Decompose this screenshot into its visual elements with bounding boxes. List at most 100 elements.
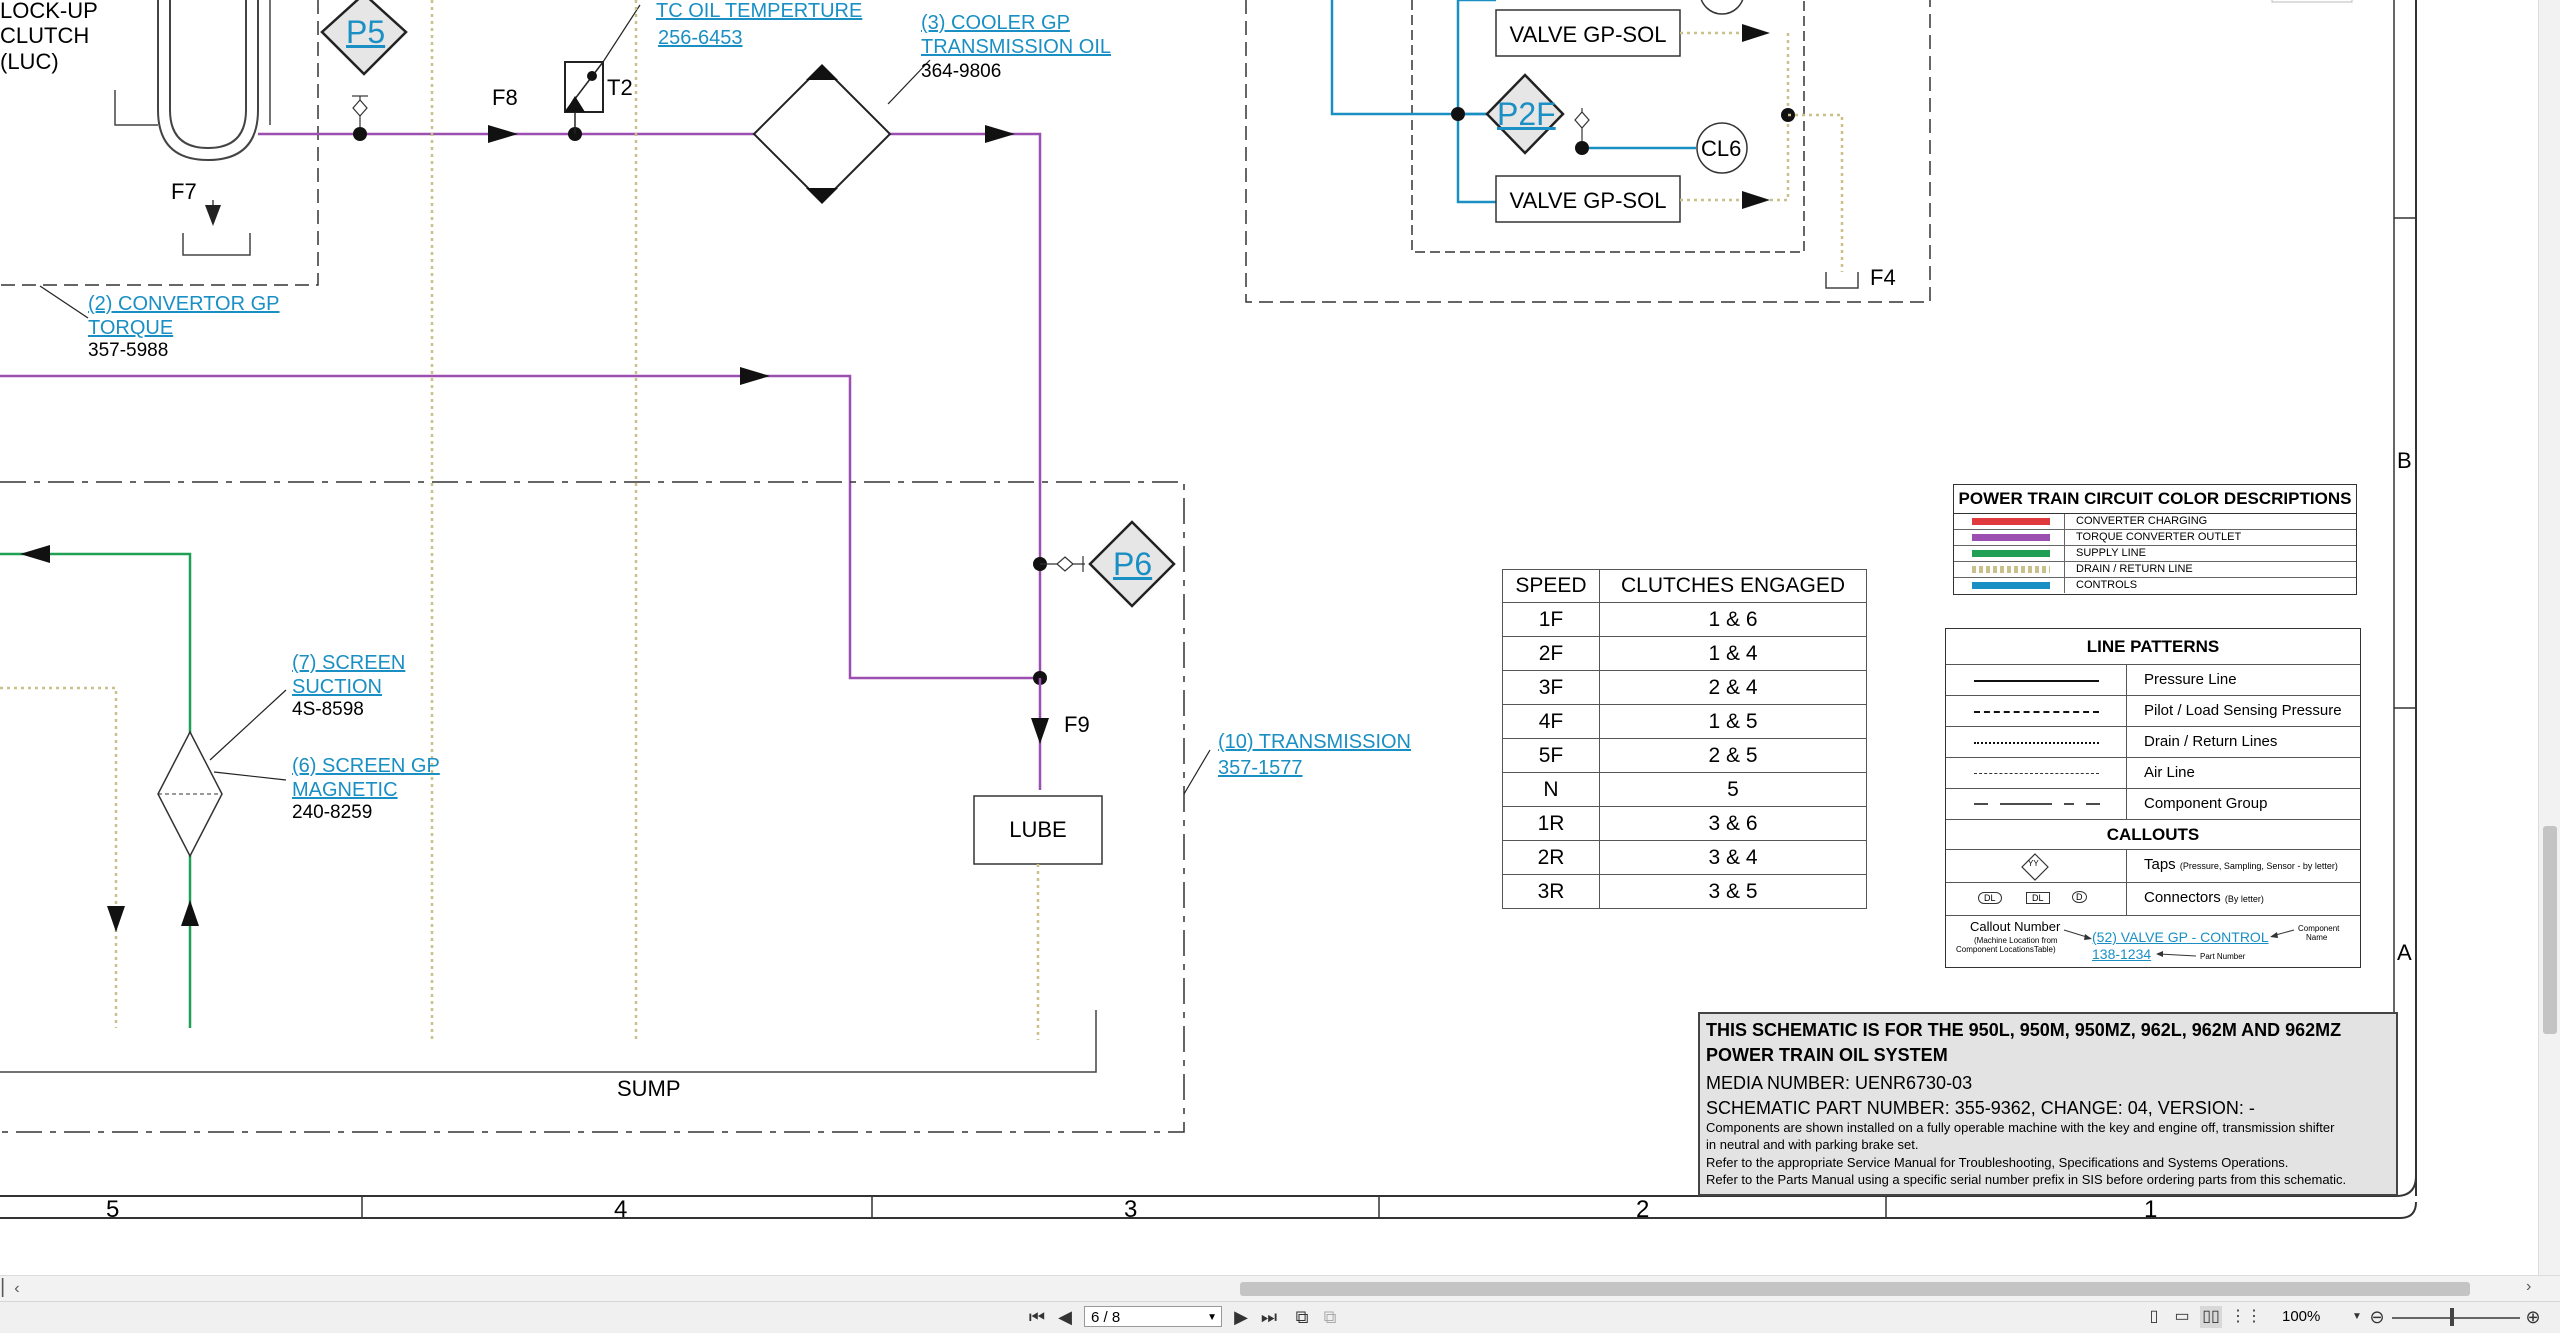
vertical-scrollbar[interactable]: [2538, 0, 2560, 1275]
fuse-f7-label: F7: [171, 179, 197, 204]
page-number-select[interactable]: 6 / 8 ▼: [1084, 1306, 1222, 1327]
luc-label-line: CLUTCH: [0, 23, 90, 49]
tc-oil-temp-link[interactable]: TC OIL TEMPERTURE: [656, 0, 863, 22]
cooler-pn: 364-9806: [921, 61, 1002, 82]
pattern-label: Pressure Line: [2144, 671, 2237, 688]
connectors-note: (By letter): [2224, 894, 2264, 904]
scroll-left-arrow-icon[interactable]: ▏‹: [2, 1280, 20, 1297]
prev-page-icon[interactable]: ◀: [1058, 1307, 1072, 1327]
tap-p2f-link[interactable]: P2F: [1497, 96, 1556, 132]
next-view-icon[interactable]: ⧉: [1323, 1307, 1337, 1327]
page-number-text: 6 / 8: [1091, 1309, 1121, 1326]
pattern-label: Pilot / Load Sensing Pressure: [2144, 702, 2342, 719]
zoom-slider[interactable]: [2392, 1317, 2520, 1319]
document-viewport[interactable]: LOCK-UP CLUTCH (LUC) F7 F8 F9 F4 T2 P5 P…: [0, 0, 2538, 1275]
table-cell: 3 & 5: [1599, 874, 1867, 909]
legend-swatch: [1972, 582, 2050, 589]
pattern-label: Air Line: [2144, 764, 2195, 781]
single-page-icon[interactable]: ▯: [2149, 1308, 2159, 1325]
screen-suction-link[interactable]: (7) SCREEN: [292, 652, 406, 674]
title-block-note: Refer to the Parts Manual using a specif…: [1706, 1172, 2347, 1187]
callout-row-taps: YY Taps (Pressure, Sampling, Sensor - by…: [1946, 850, 2360, 883]
connectors-label: Connectors (By letter): [2144, 883, 2264, 914]
pattern-row: Drain / Return Lines: [1946, 727, 2360, 758]
tap-p6-link[interactable]: P6: [1113, 546, 1153, 582]
callouts-title: CALLOUTS: [1946, 820, 2360, 850]
facing-icon[interactable]: ▯▯: [2200, 1306, 2222, 1328]
pattern-dotted: [1974, 742, 2099, 744]
pattern-row: Pilot / Load Sensing Pressure: [1946, 696, 2360, 727]
table-cell: 2F: [1502, 636, 1600, 671]
convertor-link[interactable]: (2) CONVERTOR GP: [88, 293, 280, 315]
next-page-icon[interactable]: ▶: [1234, 1307, 1248, 1327]
zoom-dropdown-chevron-icon[interactable]: ▼: [2352, 1311, 2362, 1322]
table-cell: 1 & 5: [1599, 704, 1867, 739]
schematic-part-number: SCHEMATIC PART NUMBER: 355-9362, CHANGE:…: [1706, 1098, 2255, 1118]
legend-swatch: [1972, 518, 2050, 525]
table-cell: 2 & 5: [1599, 738, 1867, 773]
prev-view-icon[interactable]: ⧉: [1295, 1307, 1309, 1327]
zone-column-label: 1: [2144, 1196, 2158, 1223]
lube-label: LUBE: [1009, 817, 1067, 842]
transmission-pn-link[interactable]: 357-1577: [1218, 757, 1303, 779]
horizontal-scroll-thumb[interactable]: [1240, 1282, 2470, 1296]
fuse-f9-label: F9: [1064, 712, 1090, 737]
title-block-note: Refer to the appropriate Service Manual …: [1706, 1155, 2289, 1170]
component-name-note: Name: [2306, 933, 2328, 942]
cooler-link[interactable]: (3) COOLER GP: [921, 12, 1070, 34]
zone-row-label: A: [2397, 940, 2412, 965]
table-cell: 3F: [1502, 670, 1600, 705]
line-patterns-title: LINE PATTERNS: [1946, 629, 2360, 665]
convertor-link-line2[interactable]: TORQUE: [88, 317, 174, 339]
valve-sol-label: VALVE GP-SOL: [1509, 22, 1667, 47]
horizontal-scrollbar[interactable]: ▏‹ ›: [0, 1275, 2560, 1302]
legend-swatch-dotted: [1972, 566, 2050, 573]
cooler-link-line2[interactable]: TRANSMISSION OIL: [921, 36, 1112, 58]
vertical-scroll-thumb[interactable]: [2543, 826, 2557, 1034]
screen-magnetic-link[interactable]: (6) SCREEN GP: [292, 755, 440, 777]
first-page-icon[interactable]: ⏮: [1028, 1307, 1046, 1327]
legend-label: CONVERTER CHARGING: [2076, 515, 2208, 527]
title-block-line: THIS SCHEMATIC IS FOR THE 950L, 950M, 95…: [1706, 1020, 2342, 1040]
table-header-clutches: CLUTCHES ENGAGED: [1599, 569, 1867, 603]
screen-suction-pn: 4S-8598: [292, 699, 364, 720]
pattern-label: Drain / Return Lines: [2144, 733, 2278, 750]
title-block-line: POWER TRAIN OIL SYSTEM: [1706, 1045, 1948, 1065]
screen-magnetic-link-line2[interactable]: MAGNETIC: [292, 779, 398, 801]
pattern-dash-dot: [1974, 803, 2100, 805]
tc-oil-temp-pn-link[interactable]: 256-6453: [658, 27, 743, 49]
last-page-icon[interactable]: ⏭: [1260, 1307, 1278, 1327]
legend-row: DRAIN / RETURN LINE: [1954, 562, 2356, 578]
scroll-right-arrow-icon[interactable]: ›: [2526, 1278, 2532, 1295]
zoom-slider-handle[interactable]: [2450, 1308, 2454, 1326]
zoom-in-icon[interactable]: ⊕: [2525, 1307, 2541, 1327]
pattern-row: Component Group: [1946, 789, 2360, 820]
pattern-dashed: [1974, 711, 2099, 713]
callout-number-note: Component LocationsTable): [1956, 945, 2056, 954]
table-cell: N: [1502, 772, 1600, 807]
tap-p5-link[interactable]: P5: [346, 14, 386, 50]
example-callout-link[interactable]: (52) VALVE GP - CONTROL: [2092, 929, 2269, 945]
zoom-level[interactable]: 100%: [2282, 1308, 2321, 1325]
screen-suction-link-line2[interactable]: SUCTION: [292, 676, 382, 698]
table-cell: 4F: [1502, 704, 1600, 739]
legend-label: TORQUE CONVERTER OUTLET: [2076, 531, 2242, 543]
taps-label: Taps (Pressure, Sampling, Sensor - by le…: [2144, 850, 2338, 881]
pattern-solid: [1974, 680, 2099, 682]
tap-symbol-icon: [2021, 853, 2049, 881]
facing-continuous-icon[interactable]: ⋮⋮: [2230, 1308, 2262, 1325]
transmission-link[interactable]: (10) TRANSMISSION: [1218, 731, 1411, 753]
example-pn-link[interactable]: 138-1234: [2092, 946, 2152, 962]
table-cell: 5F: [1502, 738, 1600, 773]
sump-label: SUMP: [617, 1076, 681, 1101]
color-legend-title: POWER TRAIN CIRCUIT COLOR DESCRIPTIONS: [1954, 485, 2356, 514]
zoom-out-icon[interactable]: ⊖: [2369, 1307, 2385, 1327]
continuous-icon[interactable]: ▭: [2174, 1308, 2190, 1325]
table-cell: 1 & 4: [1599, 636, 1867, 671]
zone-row-label: B: [2397, 448, 2412, 473]
